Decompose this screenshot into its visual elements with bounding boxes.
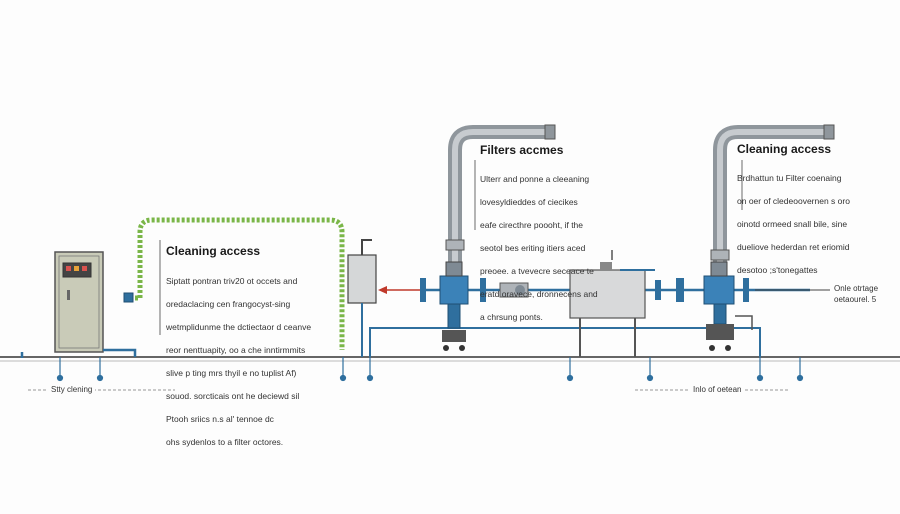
annotation-right-line: oinotd ormeed snall bile, sine <box>737 218 848 229</box>
annotation-far-right-line: Onle otrtage <box>834 284 879 293</box>
valve-assembly-right <box>655 261 753 351</box>
hose-nozzle <box>123 292 134 303</box>
filter-housing-left <box>347 239 377 357</box>
annotation-right-line: Brdhattun tu Filter coenaing <box>737 172 842 183</box>
green-hose <box>130 217 345 350</box>
annotation-middle-line: eratd oravece, dronnecens and <box>480 288 598 299</box>
ground-markers <box>56 357 804 382</box>
blue-pipe-cabinet <box>20 348 137 358</box>
annotation-left-line: wetmplidunme the dctiectaor d ceanve <box>166 321 312 332</box>
annotation-right-line: dueliove hederdan ret eriomid <box>737 241 850 252</box>
annotation-middle-line: Ulterr and ponne a cleeaning <box>480 173 590 184</box>
bottom-label-right: Inlo of oetean <box>690 385 745 394</box>
annotation-middle-title: Filters accmes <box>480 143 564 157</box>
pump-middle <box>499 282 529 298</box>
return-pipe <box>369 327 761 357</box>
annotation-left-line: Ptooh sriics n.s al' tennoe dc <box>166 413 274 424</box>
annotation-left-body: Siptatt pontran triv20 ot occets and ore… <box>166 264 341 460</box>
annotation-left-title: Cleaning access <box>166 244 261 258</box>
annotation-left-line: souod. sorcticais ont he deciewd sil <box>166 390 300 401</box>
annotation-left-line: Siptatt pontran triv20 ot occets and <box>166 275 298 286</box>
annotation-right-body: Brdhattun tu Filter coenaing on oer of c… <box>737 161 887 288</box>
bottom-label-left: Stty clening <box>48 385 96 394</box>
annotation-far-right-line: oetaourel. 5 <box>834 295 877 304</box>
annotation-middle-line: lovesyldieddes of ciecikes <box>480 196 578 207</box>
vertical-stack-right <box>710 124 835 272</box>
annotation-middle-body: Ulterr and ponne a cleeaning lovesyldied… <box>480 162 620 335</box>
annotation-right-title: Cleaning access <box>737 142 832 156</box>
annotation-middle-line: eafe cirecthre poooht, if the <box>480 219 584 230</box>
annotation-far-right: Onle otrtage oetaourel. 5 <box>834 283 894 305</box>
flow-arrow <box>378 286 420 294</box>
annotation-right-line: desotoo ;s'tonegattes <box>737 264 818 275</box>
annotation-left-line: ohs sydenlos to a filter octores. <box>166 436 284 447</box>
control-cabinet <box>54 251 104 353</box>
annotation-right: Cleaning access Brdhattun tu Filter coen… <box>737 142 887 288</box>
annotation-left-line: reor nenttuapity, oo a che inntirmmits <box>166 344 306 355</box>
annotation-right-line: on oer of cledeoovernen s oro <box>737 195 850 206</box>
annotation-middle-line: a chrsung ponts. <box>480 311 543 322</box>
center-tank <box>569 250 655 357</box>
vertical-stack-left <box>445 124 556 270</box>
annotation-middle-line: preoee. a tvevecre seceace te <box>480 265 594 276</box>
annotation-left-line: oredaclacing cen frangocyst-sing <box>166 298 291 309</box>
valve-assembly-left <box>420 261 486 351</box>
annotation-middle-line: seotol bes eriting itiers aced <box>480 242 586 253</box>
annotation-left-line: slive p ting mrs thyil e no tuplist Af) <box>166 367 297 378</box>
annotation-left: Cleaning access Siptatt pontran triv20 o… <box>166 244 341 460</box>
annotation-middle: Filters accmes Ulterr and ponne a cleean… <box>480 143 620 335</box>
